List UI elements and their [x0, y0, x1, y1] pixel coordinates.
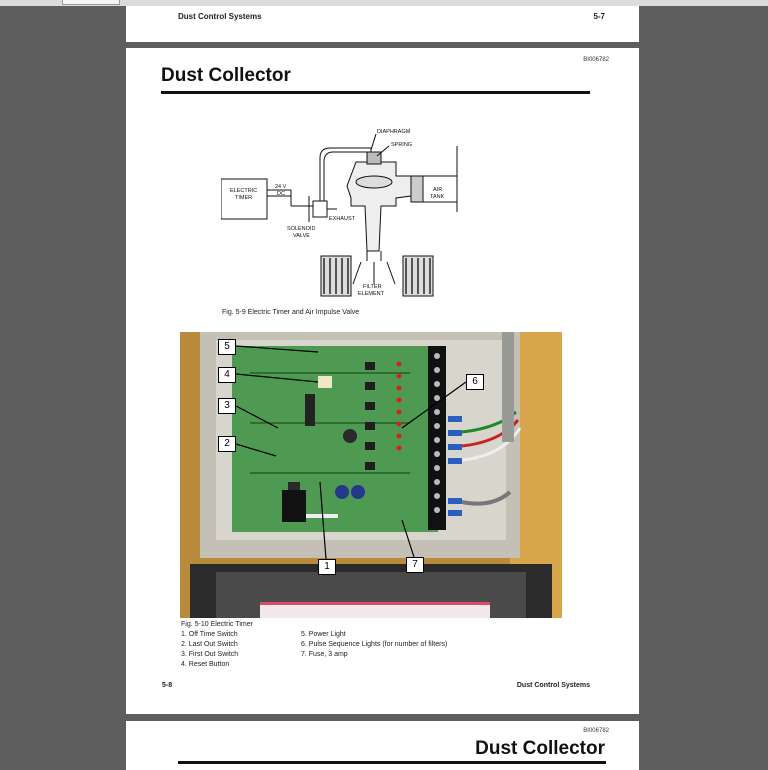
label-filter: FILTER: [363, 284, 382, 290]
legend-item: 4. Reset Button: [181, 661, 230, 668]
label-timer: TIMER: [235, 195, 252, 201]
legend-item: 7. Fuse, 3 amp: [301, 651, 348, 658]
title-rule: [178, 761, 606, 764]
page-header-left: Dust Control Systems: [178, 12, 262, 21]
electric-timer-photo: 5 4 3 2 6 1 7: [180, 332, 562, 618]
label-exhaust: EXHAUST: [329, 216, 356, 222]
callout-1: 1: [318, 559, 336, 575]
callout-2: 2: [218, 436, 236, 452]
figure-5-10-caption: Fig. 5-10 Electric Timer: [181, 621, 253, 628]
label-electric: ELECTRIC: [230, 188, 257, 194]
callout-leader-lines: [235, 345, 467, 560]
title-rule: [161, 91, 590, 94]
label-dc: DC: [277, 191, 285, 197]
page-title: Dust Collector: [161, 65, 291, 86]
page-next: BI006782 Dust Collector: [126, 721, 639, 770]
footer-page-number: 5-8: [162, 682, 173, 689]
label-element: ELEMENT: [358, 291, 385, 297]
timer-photo-art: [180, 332, 562, 618]
page-number: 5-7: [593, 12, 605, 21]
legend-item: 5. Power Light: [301, 631, 346, 638]
legend-item: 2. Last Out Switch: [181, 641, 238, 648]
label-air: AIR: [433, 187, 442, 193]
timer-box: [221, 178, 268, 220]
viewer-top-strip: [0, 0, 768, 6]
figure-5-9-caption: Fig. 5-9 Electric Timer and Air Impulse …: [222, 309, 360, 316]
legend-item: 1. Off Time Switch: [181, 631, 238, 638]
legend-item: 3. First Out Switch: [181, 651, 239, 658]
label-valve: VALVE: [293, 233, 310, 239]
callout-3: 3: [218, 398, 236, 414]
page-title: Dust Collector: [475, 738, 605, 759]
footer-section-title: Dust Control Systems: [516, 682, 590, 689]
callout-7: 7: [406, 557, 424, 573]
legend-right: 5. Power Light 6. Pulse Sequence Lights …: [301, 630, 447, 660]
callout-5: 5: [218, 339, 236, 355]
label-spring: SPRING: [391, 142, 412, 148]
document-id: BI006782: [583, 728, 609, 734]
legend-left: 1. Off Time Switch 2. Last Out Switch 3.…: [181, 630, 238, 670]
legend-item: 6. Pulse Sequence Lights (for number of …: [301, 641, 448, 648]
viewer-tab[interactable]: [62, 0, 120, 5]
label-solenoid: SOLENOID: [287, 226, 315, 232]
air-impulse-valve-diagram: DIAPHRAGM SPRING ELECTRIC TIMER 24 V DC …: [221, 129, 458, 297]
label-diaphragm: DIAPHRAGM: [377, 129, 411, 135]
label-volts: 24 V: [275, 184, 287, 190]
label-tank: TANK: [430, 194, 445, 200]
page-main: BI006782 Dust Collector: [126, 48, 639, 714]
page-top: Dust Control Systems 5-7: [126, 6, 639, 42]
callout-6: 6: [466, 374, 484, 390]
callout-4: 4: [218, 367, 236, 383]
document-id: BI006782: [583, 57, 609, 63]
